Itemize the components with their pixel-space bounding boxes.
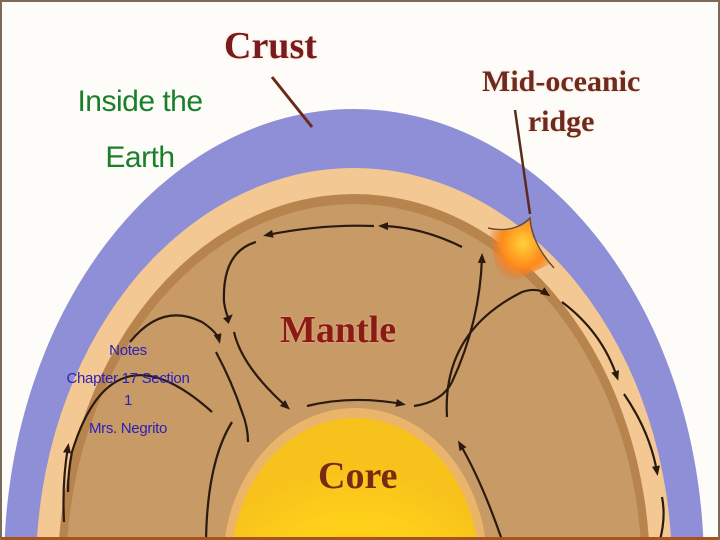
- title-line-2: Earth: [105, 141, 175, 174]
- ridge-notch: [490, 220, 550, 287]
- crust-pointer: [270, 76, 314, 128]
- subtitle-notes: Notes: [109, 342, 147, 359]
- core-label: Core: [318, 455, 398, 497]
- title-line-1: Inside the: [77, 85, 203, 118]
- core: [232, 418, 478, 540]
- mantle-layer: [67, 204, 641, 540]
- convection-arrows: [62, 222, 665, 540]
- ridge-label-line2: ridge: [527, 105, 595, 138]
- slide-title: Inside the Earth: [54, 74, 226, 186]
- slide-subtitle: Notes Chapter 17 Section 1 Mrs. Negrito: [48, 340, 208, 440]
- subtitle-section-number: 1: [123, 392, 133, 409]
- mid-oceanic-ridge-label: Mid-oceanic ridge: [482, 62, 640, 142]
- ridge-pointer: [513, 109, 532, 215]
- ridge-label-line1: Mid-oceanic: [482, 65, 641, 98]
- subtitle-teacher: Mrs. Negrito: [88, 420, 168, 437]
- bottom-strip: [2, 537, 718, 540]
- subtitle-chapter: Chapter 17 Section: [66, 370, 190, 387]
- crust-label: Crust: [224, 25, 317, 67]
- mantle-label: Mantle: [280, 309, 397, 351]
